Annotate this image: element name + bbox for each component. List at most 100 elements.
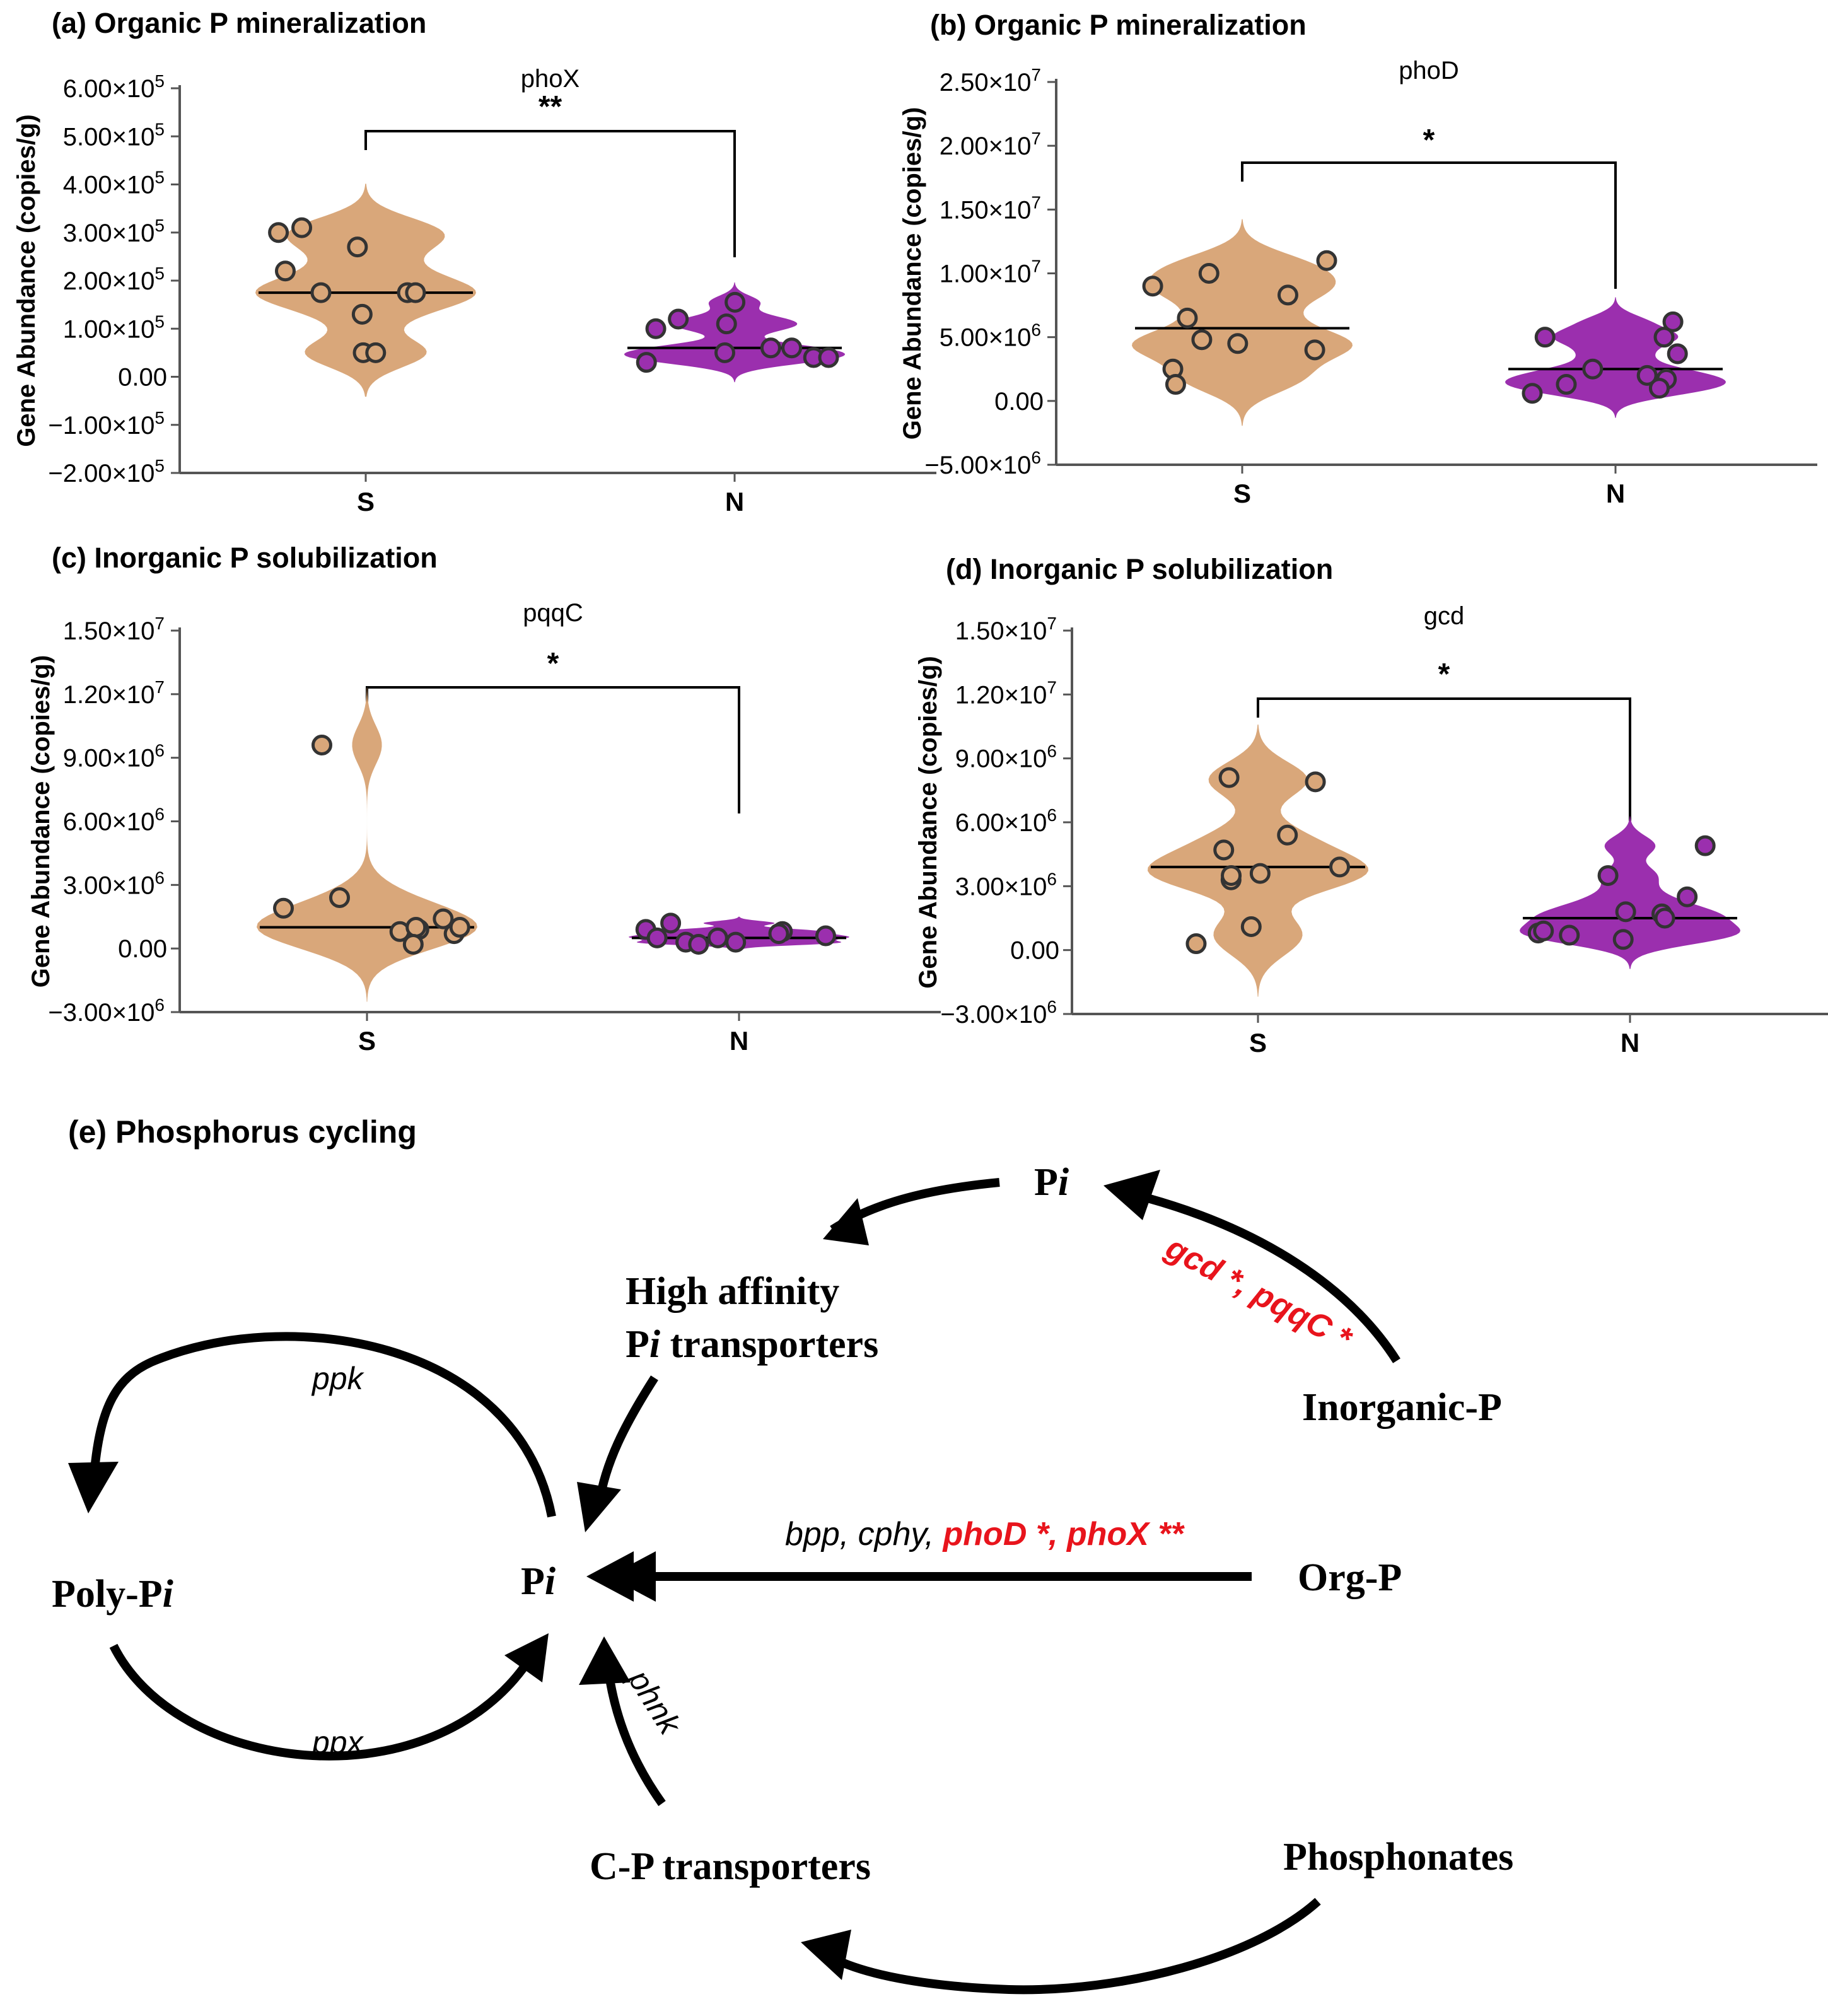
data-point: [1559, 924, 1580, 946]
data-point: [646, 927, 668, 948]
panel-title: (a) Organic P mineralization: [52, 7, 426, 39]
y-tick-label: 6.00×106: [63, 805, 165, 836]
data-point: [1677, 886, 1698, 907]
data-point: [1615, 901, 1636, 923]
data-point: [1654, 907, 1675, 929]
node-org-p: Org-P: [1298, 1556, 1402, 1599]
x-tick-label: N: [725, 487, 744, 516]
arrowhead: [68, 1462, 119, 1513]
data-point: [273, 897, 294, 919]
node-poly-pi: Poly-Pi: [52, 1573, 173, 1616]
significance-bracket: [1257, 697, 1631, 825]
panel-title: (c) Inorganic P solubilization: [52, 542, 438, 574]
data-point: [1165, 374, 1186, 395]
y-tick-label: 0.00: [1010, 937, 1059, 965]
y-tick-label: 5.00×106: [940, 320, 1041, 352]
data-point: [1191, 329, 1213, 351]
data-point: [725, 931, 747, 953]
x-tick-label: N: [1621, 1028, 1639, 1058]
y-tick-label: 9.00×106: [955, 742, 1057, 773]
violin-S: [255, 184, 476, 397]
data-point: [1277, 824, 1298, 846]
data-point: [815, 925, 836, 947]
arrowhead: [608, 1551, 656, 1602]
label-gcd-pqqc: gcd *, pqqC *: [1159, 1229, 1358, 1358]
data-point: [668, 308, 689, 330]
panel-c: (c) Inorganic P solubilizationpqqC*−3.00…: [27, 542, 941, 1056]
y-tick-label: 1.20×107: [63, 677, 165, 709]
y-tick-label: −2.00×105: [48, 456, 165, 487]
data-point: [688, 933, 709, 955]
data-point: [1185, 933, 1207, 955]
gene-label: pqqC: [523, 599, 583, 627]
y-tick-label: 2.00×105: [63, 264, 165, 295]
data-point: [781, 337, 803, 359]
x-tick-label: S: [1233, 479, 1251, 508]
diagram-title: (e) Phosphorus cycling: [68, 1114, 417, 1150]
data-point: [768, 923, 789, 945]
x-tick-label: S: [1249, 1028, 1267, 1058]
arrowhead: [504, 1633, 549, 1682]
y-tick-label: 2.00×107: [940, 129, 1041, 160]
arrowhead: [823, 1198, 869, 1245]
data-point: [347, 236, 368, 258]
label-ppk: ppk: [311, 1361, 365, 1396]
arrow-ppk: [90, 1332, 556, 1518]
y-axis-label: Gene Abundance (copies/g): [13, 114, 40, 446]
data-point: [1522, 383, 1543, 404]
x-tick-label: S: [357, 487, 375, 516]
data-point: [1533, 920, 1554, 941]
data-point: [1662, 311, 1684, 332]
label-phnk: phnk: [621, 1662, 689, 1742]
arrowhead: [1103, 1170, 1160, 1220]
data-point: [365, 342, 387, 363]
data-point: [405, 282, 426, 303]
data-point: [1534, 327, 1556, 348]
y-tick-label: 6.00×105: [63, 71, 165, 103]
y-tick-label: −5.00×106: [924, 448, 1041, 479]
y-axis-label: Gene Abundance (copies/g): [27, 655, 55, 988]
gene-label: phoD: [1399, 57, 1459, 84]
data-point: [1636, 364, 1658, 386]
y-tick-label: 0.00: [994, 388, 1044, 416]
data-point: [1198, 263, 1220, 284]
x-tick-label: S: [358, 1026, 376, 1056]
y-tick-label: 4.00×105: [63, 168, 165, 199]
data-point: [1142, 276, 1163, 297]
data-point: [1556, 374, 1577, 395]
node-high-affinity: High affinity: [626, 1270, 839, 1313]
y-axis-label: Gene Abundance (copies/g): [899, 107, 926, 440]
data-point: [1240, 916, 1262, 938]
y-tick-label: −1.00×105: [48, 408, 165, 440]
y-tick-label: 1.00×105: [63, 312, 165, 343]
violin-S: [257, 687, 477, 1002]
panel-title: (d) Inorganic P solubilization: [946, 553, 1333, 585]
y-tick-label: 1.00×107: [940, 257, 1041, 288]
label-orgp-genes: bpp, cphy, phoD *, phoX **: [785, 1516, 1185, 1553]
y-tick-label: −3.00×106: [940, 997, 1057, 1028]
node-inorganic-p: Inorganic-P: [1302, 1386, 1502, 1429]
data-point: [725, 291, 746, 313]
panel-d: (d) Inorganic P solubilizationgcd*−3.00×…: [914, 553, 1828, 1058]
significance-label: *: [1423, 124, 1435, 157]
gene-label: gcd: [1424, 602, 1465, 630]
arrow-inorganic-to-pi: [1146, 1194, 1400, 1363]
data-point: [660, 912, 682, 934]
arrow-transporters-to-pi: [595, 1375, 658, 1505]
data-point: [405, 917, 427, 938]
arrow-ppx: [109, 1643, 527, 1761]
node-phosphonates: Phosphonates: [1283, 1836, 1513, 1879]
arrow-cp-to-pi: [604, 1670, 666, 1807]
panel-b: (b) Organic P mineralizationphoD*−5.00×1…: [899, 9, 1817, 508]
data-point: [1305, 771, 1326, 793]
data-point: [351, 303, 373, 325]
label-ppx: ppx: [311, 1725, 364, 1760]
data-point: [1329, 856, 1350, 878]
y-tick-label: 1.50×107: [63, 614, 165, 645]
phosphorus-cycling-diagram: (e) Phosphorus cycling Pi High affinity …: [52, 1114, 1513, 1995]
node-pi-center: Pi: [521, 1560, 556, 1603]
data-point: [310, 282, 332, 303]
data-point: [714, 342, 736, 363]
data-point: [645, 318, 667, 339]
y-axis-label: Gene Abundance (copies/g): [914, 656, 942, 988]
